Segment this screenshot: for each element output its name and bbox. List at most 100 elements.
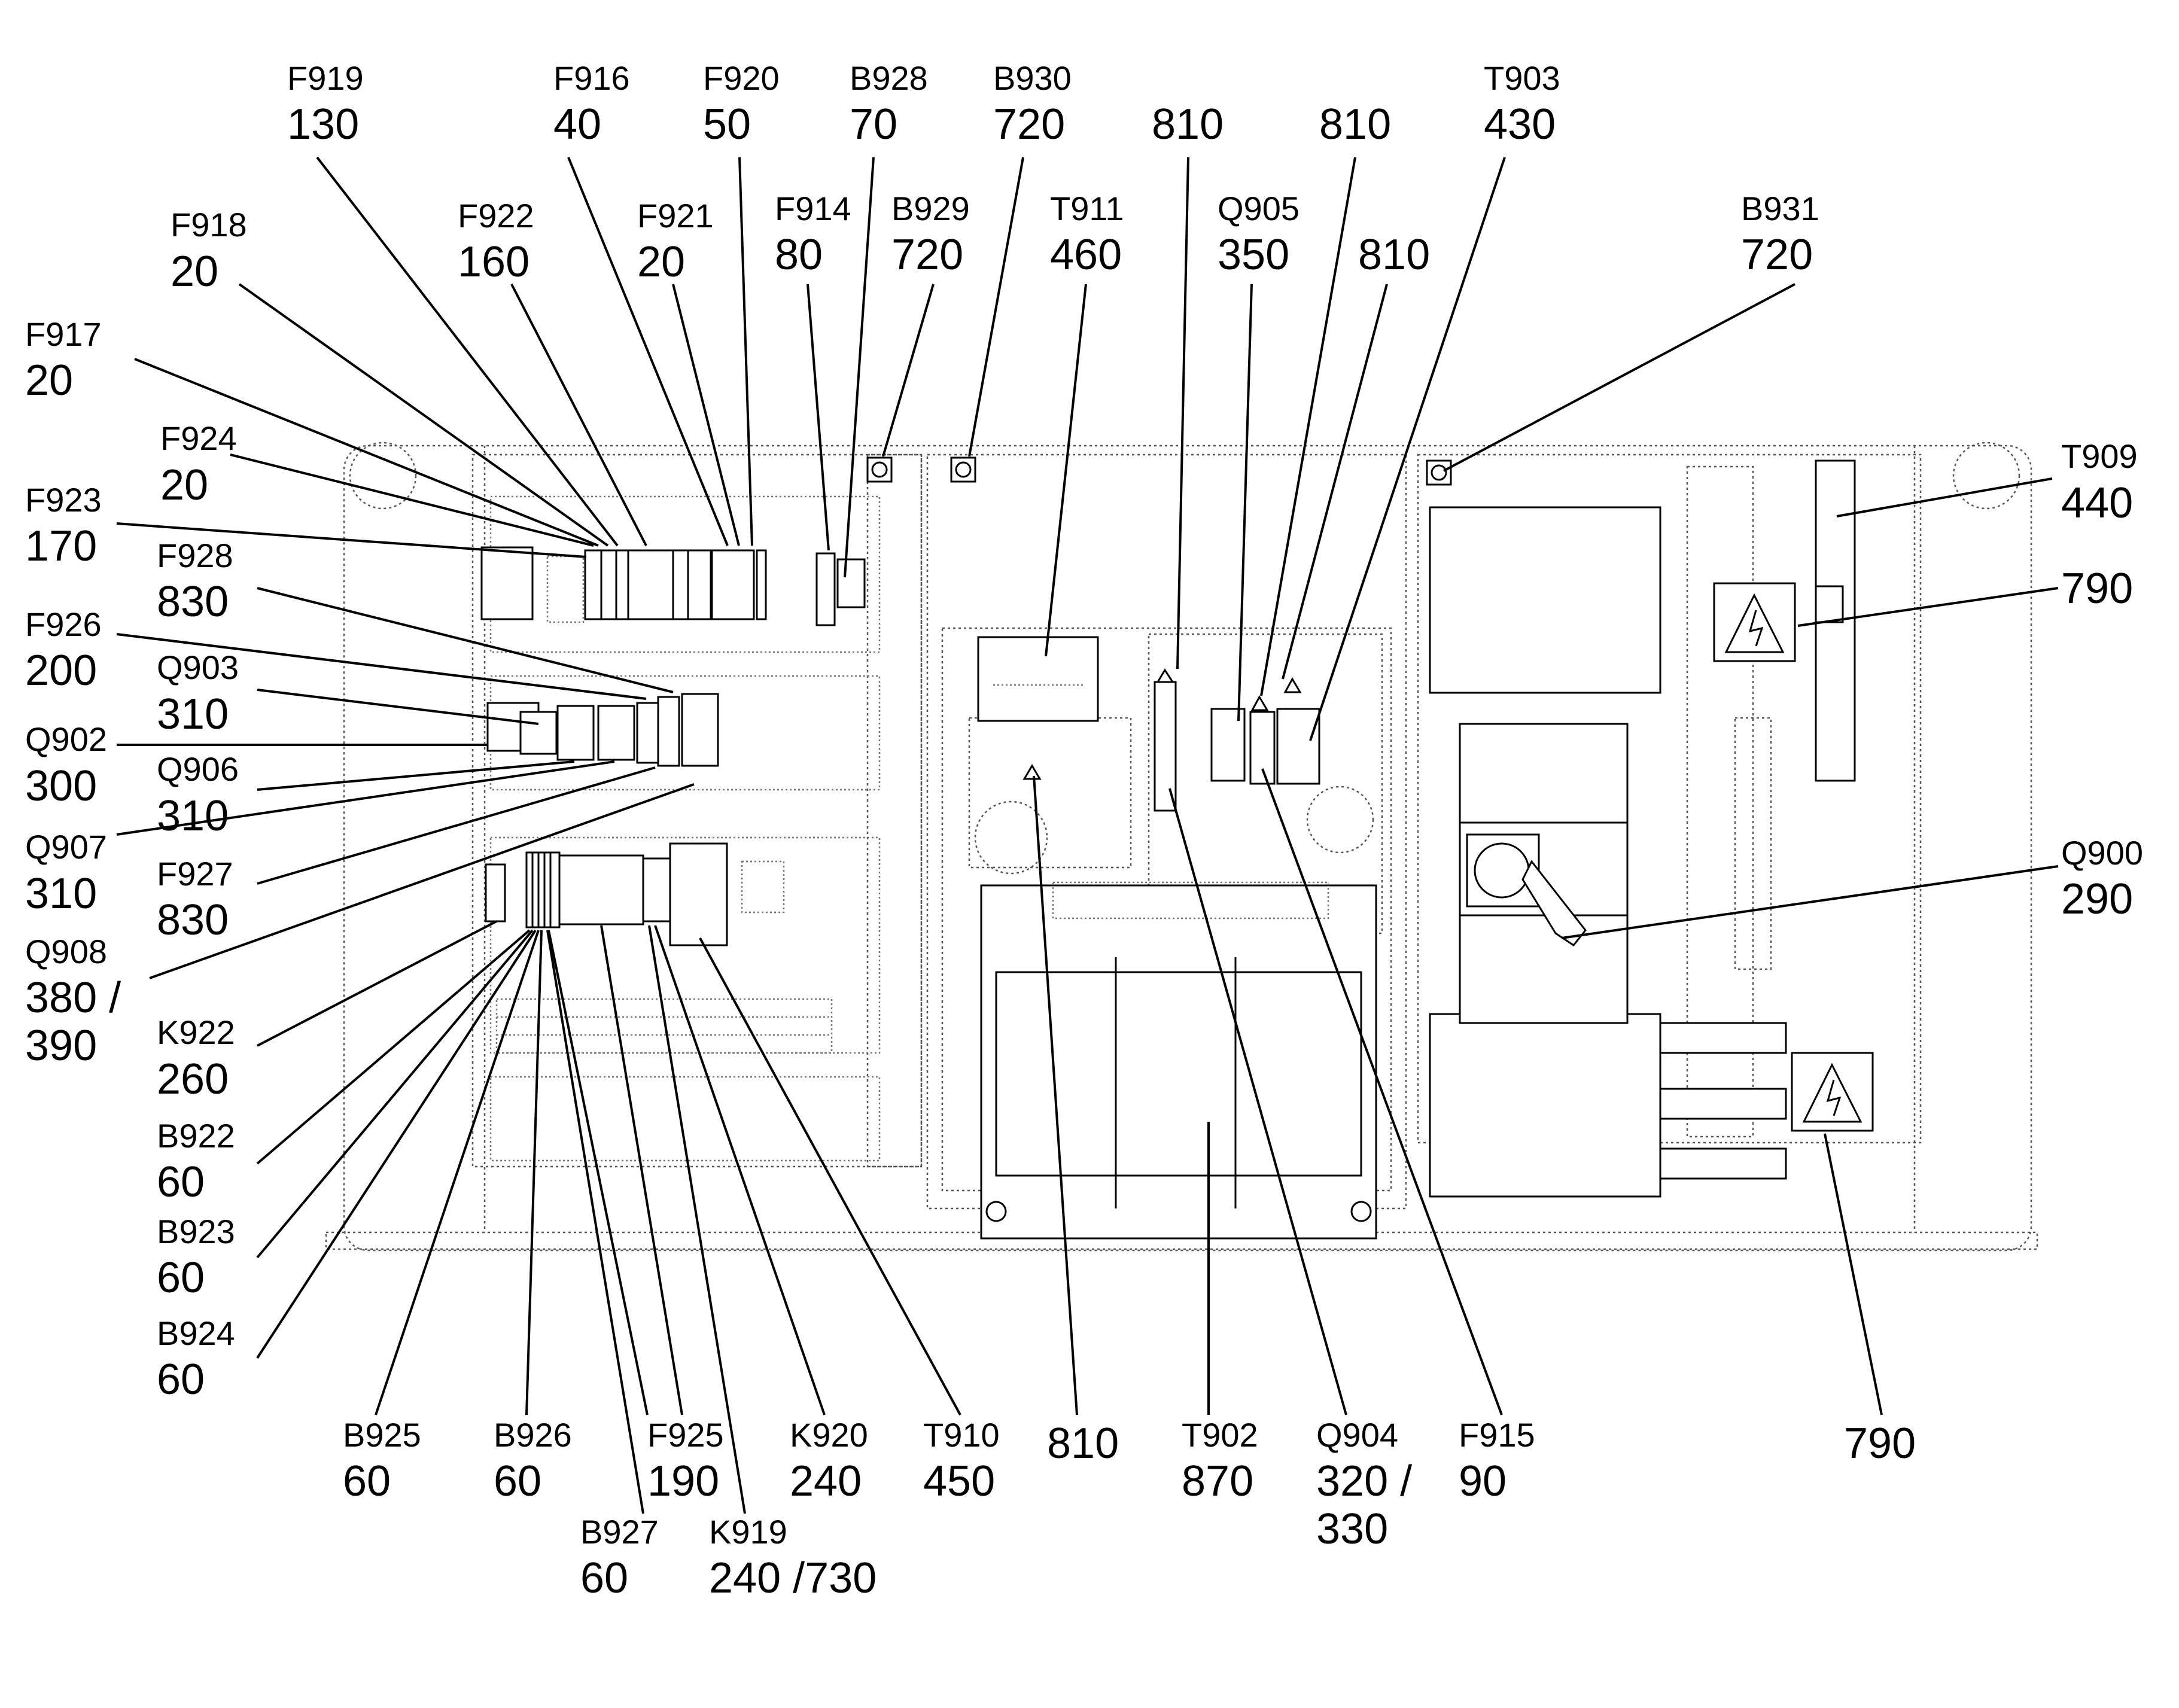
middle-components <box>977 636 1377 1240</box>
svg-text:810: 810 <box>1358 231 1430 279</box>
svg-text:350: 350 <box>1218 231 1289 279</box>
svg-text:380 /: 380 / <box>25 974 121 1022</box>
svg-text:870: 870 <box>1182 1457 1253 1505</box>
svg-text:60: 60 <box>343 1457 391 1505</box>
component-Q907 <box>597 705 635 761</box>
label-F924: F924 20 <box>160 419 237 509</box>
svg-text:300: 300 <box>25 762 97 810</box>
svg-text:60: 60 <box>157 1356 205 1403</box>
svg-text:F916: F916 <box>553 59 630 97</box>
svg-text:Q907: Q907 <box>25 828 107 866</box>
component-F925 <box>558 854 644 925</box>
component-F927 <box>681 693 719 767</box>
label-Q905: Q905 350 <box>1218 190 1300 279</box>
component-F923 <box>480 546 534 620</box>
svg-text:310: 310 <box>157 792 229 840</box>
svg-text:Q908: Q908 <box>25 933 107 970</box>
svg-text:T909: T909 <box>2061 437 2138 475</box>
svg-text:T903: T903 <box>1484 59 1560 97</box>
sensor-B931 <box>1426 459 1452 486</box>
svg-text:810: 810 <box>1152 101 1224 148</box>
label-F928: F928 830 <box>157 537 233 626</box>
warning-sign-upper <box>1713 582 1796 662</box>
svg-text:830: 830 <box>157 578 229 626</box>
svg-text:F928: F928 <box>157 537 233 574</box>
component-K920-T910 <box>669 842 728 946</box>
component-F920 <box>711 549 755 620</box>
svg-text:F927: F927 <box>157 855 233 893</box>
svg-text:390: 390 <box>25 1022 97 1070</box>
svg-text:60: 60 <box>157 1254 205 1302</box>
svg-text:260: 260 <box>157 1055 229 1103</box>
svg-text:B923: B923 <box>157 1213 235 1250</box>
svg-text:Q906: Q906 <box>157 750 239 788</box>
svg-text:310: 310 <box>157 690 229 738</box>
svg-text:T902: T902 <box>1182 1416 1258 1454</box>
svg-text:80: 80 <box>775 231 823 279</box>
label-F917: F917 20 <box>25 315 102 404</box>
svg-text:F924: F924 <box>160 419 237 457</box>
svg-text:50: 50 <box>703 101 751 148</box>
svg-text:20: 20 <box>25 357 73 404</box>
svg-text:130: 130 <box>287 101 359 148</box>
svg-text:720: 720 <box>891 231 963 279</box>
svg-text:20: 20 <box>171 248 218 296</box>
svg-text:B927: B927 <box>580 1513 659 1551</box>
svg-text:B926: B926 <box>494 1416 572 1454</box>
label-T909: T909 440 <box>2061 437 2138 527</box>
component-Q904 <box>1154 681 1177 812</box>
svg-text:F917: F917 <box>25 315 102 353</box>
svg-text:200: 200 <box>25 647 97 695</box>
label-810-top-left: 810 <box>1152 101 1224 148</box>
component-F914 <box>815 552 836 626</box>
label-790-upper: 790 <box>2061 565 2133 613</box>
left-components <box>480 456 976 946</box>
svg-text:T911: T911 <box>1050 190 1124 227</box>
svg-text:60: 60 <box>580 1554 628 1602</box>
svg-text:F921: F921 <box>637 197 714 235</box>
svg-text:F915: F915 <box>1459 1416 1535 1454</box>
svg-text:440: 440 <box>2061 479 2133 527</box>
component-K922 <box>485 863 506 922</box>
warning-sign-lower <box>1791 1052 1874 1132</box>
svg-text:T910: T910 <box>923 1416 1000 1454</box>
component-B922-B927 <box>525 851 561 928</box>
label-810-bottom: 810 <box>1047 1420 1119 1468</box>
svg-text:90: 90 <box>1459 1457 1507 1505</box>
svg-text:B922: B922 <box>157 1117 235 1155</box>
svg-text:K920: K920 <box>790 1416 868 1454</box>
component-T903 <box>1276 708 1320 785</box>
sensor-B930 <box>950 456 976 483</box>
svg-text:450: 450 <box>923 1457 995 1505</box>
svg-text:F925: F925 <box>647 1416 724 1454</box>
svg-text:240: 240 <box>790 1457 862 1505</box>
svg-text:20: 20 <box>160 461 208 509</box>
svg-text:720: 720 <box>1741 231 1813 279</box>
sensor-B929 <box>866 456 893 483</box>
svg-text:B930: B930 <box>993 59 1072 97</box>
svg-text:Q905: Q905 <box>1218 190 1300 227</box>
